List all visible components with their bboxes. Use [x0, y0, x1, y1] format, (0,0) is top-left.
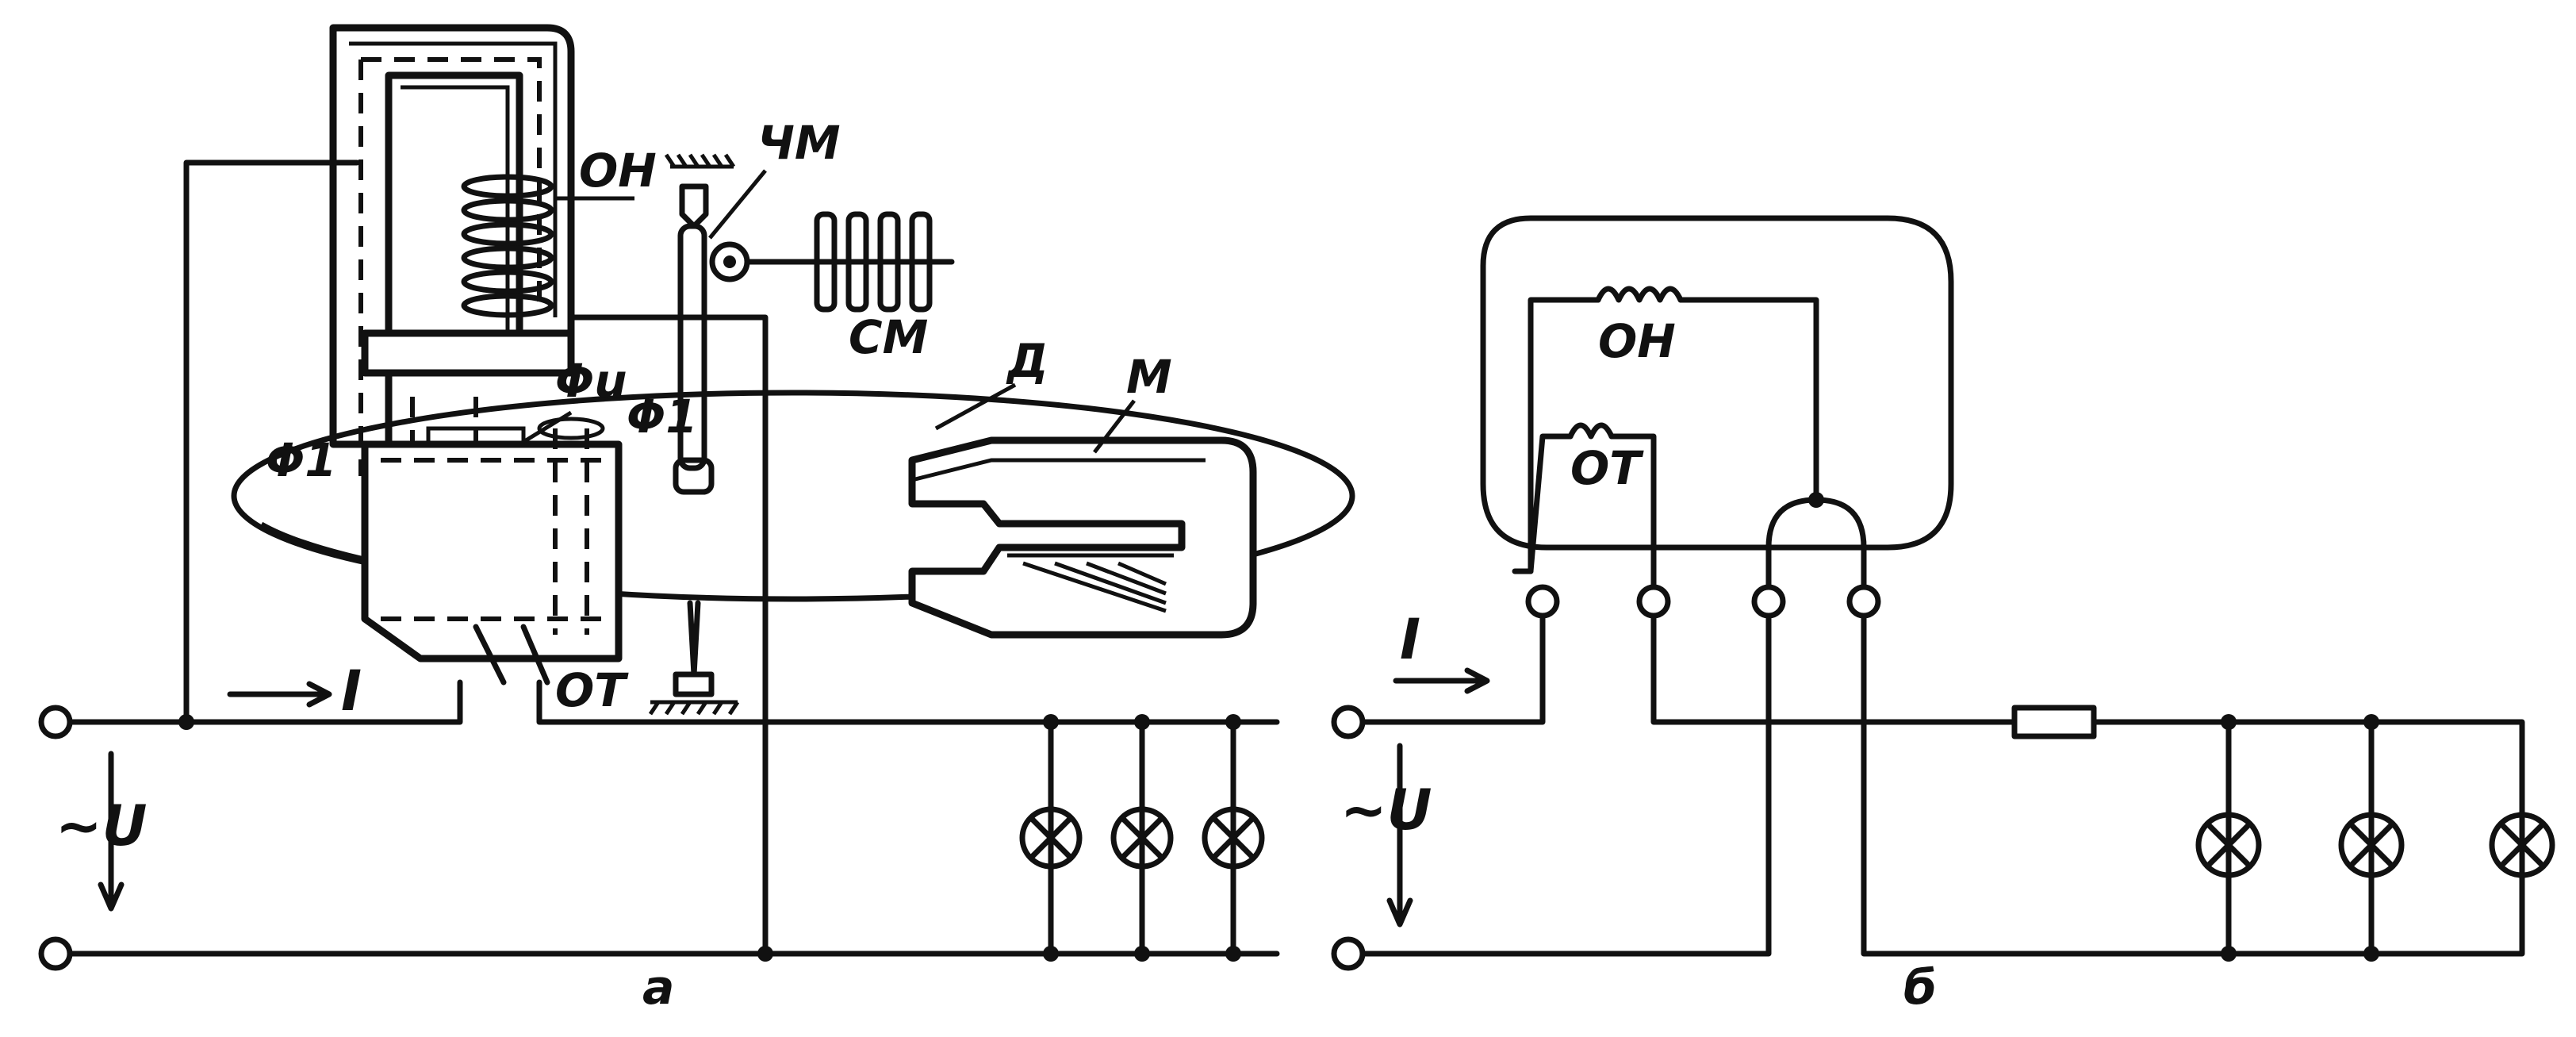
meter-housing	[1480, 215, 1954, 551]
label-voltage-coil-a: ОН	[579, 144, 657, 198]
lamp	[1110, 806, 1174, 870]
lamp	[2489, 812, 2555, 878]
fuse	[2011, 705, 2097, 739]
leader-line	[518, 410, 573, 447]
current-arrow-b	[1393, 667, 1490, 694]
label-current-coil-a: ОТ	[555, 663, 629, 717]
label-current-b: I	[1400, 607, 1420, 672]
voltage-arrow-a	[98, 751, 125, 912]
voltage-coil-b	[1512, 286, 1819, 574]
label-voltage-coil-b: ОН	[1598, 314, 1676, 368]
meter-terminal-1	[1525, 584, 1560, 619]
label-disk: Д	[1006, 334, 1048, 388]
figure-a: ОН ЧМ СМ Д М ОТ Φu Φ1 Φ1 I ~U а	[38, 24, 1355, 1016]
label-magnet: М	[1126, 350, 1172, 404]
voltage-arrow-b	[1386, 743, 1413, 928]
label-counting-mechanism: СМ	[849, 310, 928, 364]
meter-terminal-4	[1846, 584, 1881, 619]
counting-mechanism	[709, 211, 955, 313]
voltage-coil-core	[329, 24, 575, 476]
label-voltage-b: ~U	[1340, 778, 1432, 843]
label-flux-1-right: Φ1	[627, 390, 698, 444]
lamp	[1202, 806, 1265, 870]
lamp	[1019, 806, 1083, 870]
caption-a: а	[642, 960, 675, 1016]
label-current-coil-b: ОТ	[1570, 441, 1644, 495]
brake-magnet	[908, 436, 1257, 639]
leader-line	[1093, 399, 1136, 454]
counter-spindle	[648, 153, 740, 716]
label-counter-mechanism: ЧМ	[757, 116, 841, 170]
crossover-loop	[1765, 497, 1867, 590]
current-coil-core	[361, 417, 623, 686]
current-coil-b	[1528, 422, 1657, 590]
figure-b: ОН ОТ I ~U б	[1331, 215, 2555, 1016]
disk	[231, 390, 1355, 602]
caption-b: б	[1903, 960, 1937, 1016]
wiring-a	[52, 159, 1280, 962]
terminal-b-bottom	[1331, 936, 1366, 971]
meter-terminal-3	[1751, 584, 1786, 619]
leader-line	[708, 169, 767, 240]
current-arrow-a	[227, 681, 332, 708]
meter-terminal-2	[1636, 584, 1671, 619]
terminal-b-top	[1331, 705, 1366, 739]
lamp	[2338, 812, 2405, 878]
lamp	[2195, 812, 2262, 878]
label-flux-u: Φu	[555, 354, 627, 408]
label-current-a: I	[341, 659, 362, 724]
label-voltage-a: ~U	[56, 793, 148, 858]
leader-line	[934, 382, 1017, 431]
voltage-coil-windings	[461, 174, 554, 318]
terminal-a-bottom	[38, 936, 73, 971]
wiring-b	[1345, 613, 2525, 962]
terminal-a-top	[38, 705, 73, 739]
label-flux-1-left: Φ1	[266, 433, 337, 487]
